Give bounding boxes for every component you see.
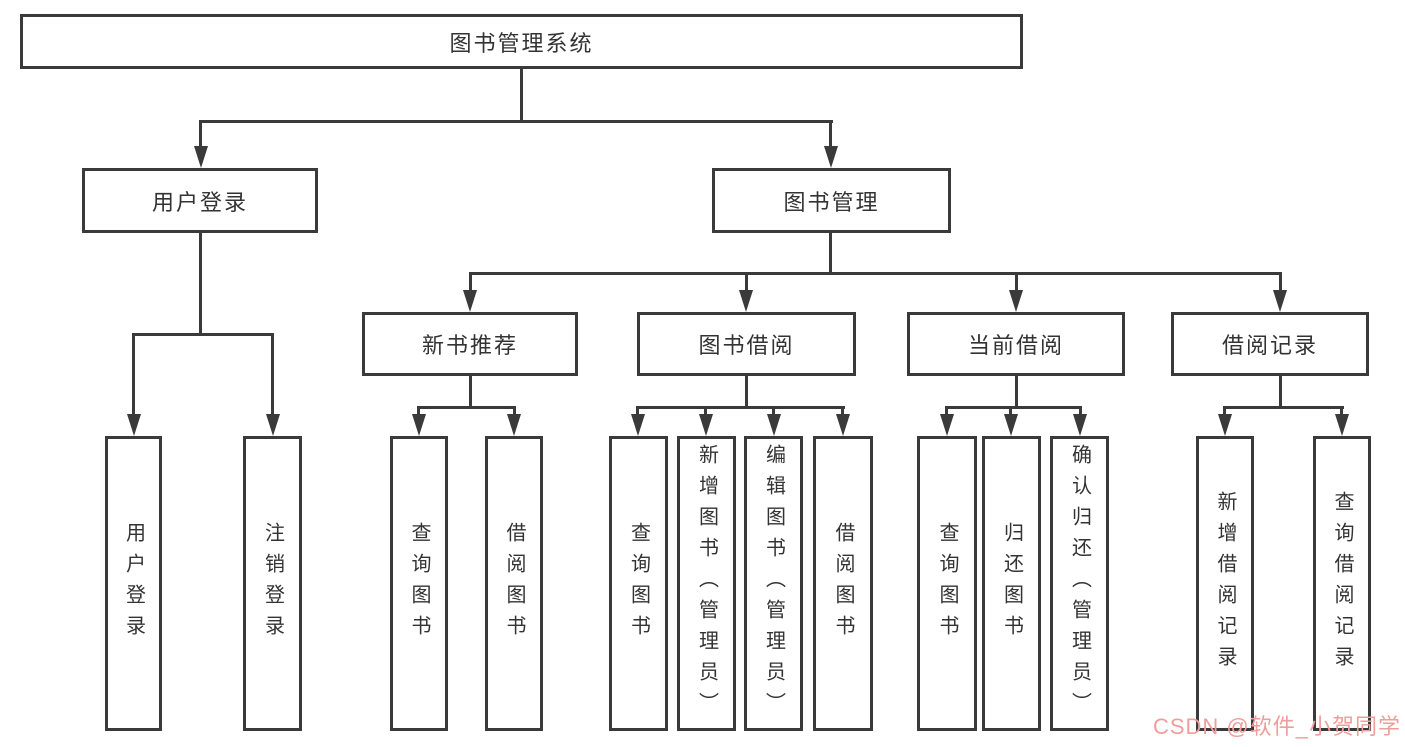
- node-borrow-records: 借阅记录: [1171, 312, 1369, 376]
- leaf-borrow-books: 借阅图书: [813, 436, 873, 731]
- connector-line: [945, 406, 1082, 409]
- arrow-down-icon: [463, 290, 477, 312]
- leaf-edit-book-admin: 编辑图书（管理员）: [744, 436, 803, 731]
- connector-line: [1015, 376, 1018, 406]
- arrow-down-icon: [836, 414, 850, 436]
- arrow-down-icon: [1004, 414, 1018, 436]
- arrow-down-icon: [127, 414, 141, 436]
- connector-line: [199, 120, 202, 148]
- connector-line: [704, 406, 707, 416]
- connector-line: [772, 406, 775, 416]
- connector-line: [829, 120, 832, 148]
- connector-line: [469, 376, 472, 406]
- leaf-logout: 注销登录: [243, 436, 302, 731]
- connector-line: [132, 333, 135, 416]
- leaf-return-book: 归还图书: [982, 436, 1041, 731]
- connector-line: [636, 406, 639, 416]
- arrow-down-icon: [266, 414, 280, 436]
- leaf-borrow-books-recommend: 借阅图书: [485, 436, 543, 731]
- arrow-down-icon: [194, 146, 208, 168]
- arrow-down-icon: [1273, 290, 1287, 312]
- arrow-down-icon: [1218, 414, 1232, 436]
- connector-line: [469, 272, 1282, 275]
- connector-line: [1340, 406, 1343, 416]
- connector-line: [945, 406, 948, 416]
- arrow-down-icon: [631, 414, 645, 436]
- connector-line: [745, 376, 748, 406]
- arrow-down-icon: [1335, 414, 1349, 436]
- connector-line: [1015, 272, 1018, 292]
- csdn-watermark: CSDN @软件_小贺同学: [1152, 714, 1401, 739]
- connector-line: [1279, 376, 1282, 406]
- arrow-down-icon: [940, 414, 954, 436]
- arrow-down-icon: [699, 414, 713, 436]
- node-user-login: 用户登录: [82, 168, 318, 233]
- connector-line: [513, 406, 516, 416]
- connector-line: [637, 406, 845, 409]
- connector-line: [271, 333, 274, 416]
- node-book-borrow: 图书借阅: [637, 312, 856, 376]
- connector-line: [199, 233, 202, 333]
- leaf-query-books-recommend: 查询图书: [390, 436, 448, 731]
- connector-line: [469, 272, 472, 292]
- leaf-query-books-borrow: 查询图书: [609, 436, 668, 731]
- leaf-query-borrow-record: 查询借阅记录: [1313, 436, 1371, 731]
- arrow-down-icon: [824, 146, 838, 168]
- node-current-borrow: 当前借阅: [907, 312, 1125, 376]
- connector-line: [1223, 406, 1226, 416]
- connector-line: [829, 233, 832, 272]
- node-new-book-recommend: 新书推荐: [362, 312, 578, 376]
- arrow-down-icon: [412, 414, 426, 436]
- arrow-down-icon: [1073, 414, 1087, 436]
- connector-line: [417, 406, 516, 409]
- leaf-add-book-admin: 新增图书（管理员）: [677, 436, 736, 731]
- node-root: 图书管理系统: [20, 14, 1023, 69]
- arrow-down-icon: [507, 414, 521, 436]
- connector-line: [417, 406, 420, 416]
- connector-line: [1223, 406, 1344, 409]
- leaf-query-books-current: 查询图书: [917, 436, 977, 731]
- connector-line: [841, 406, 844, 416]
- connector-line: [745, 272, 748, 292]
- leaf-add-borrow-record: 新增借阅记录: [1196, 436, 1254, 731]
- connector-line: [1009, 406, 1012, 416]
- node-book-management: 图书管理: [712, 168, 951, 233]
- connector-line: [199, 120, 833, 123]
- connector-line: [132, 333, 274, 336]
- arrow-down-icon: [767, 414, 781, 436]
- leaf-user-login: 用户登录: [105, 436, 162, 731]
- connector-line: [520, 69, 523, 120]
- connector-line: [1079, 406, 1082, 416]
- connector-line: [1279, 272, 1282, 292]
- arrow-down-icon: [739, 290, 753, 312]
- leaf-confirm-return-admin: 确认归还（管理员）: [1050, 436, 1109, 731]
- arrow-down-icon: [1009, 290, 1023, 312]
